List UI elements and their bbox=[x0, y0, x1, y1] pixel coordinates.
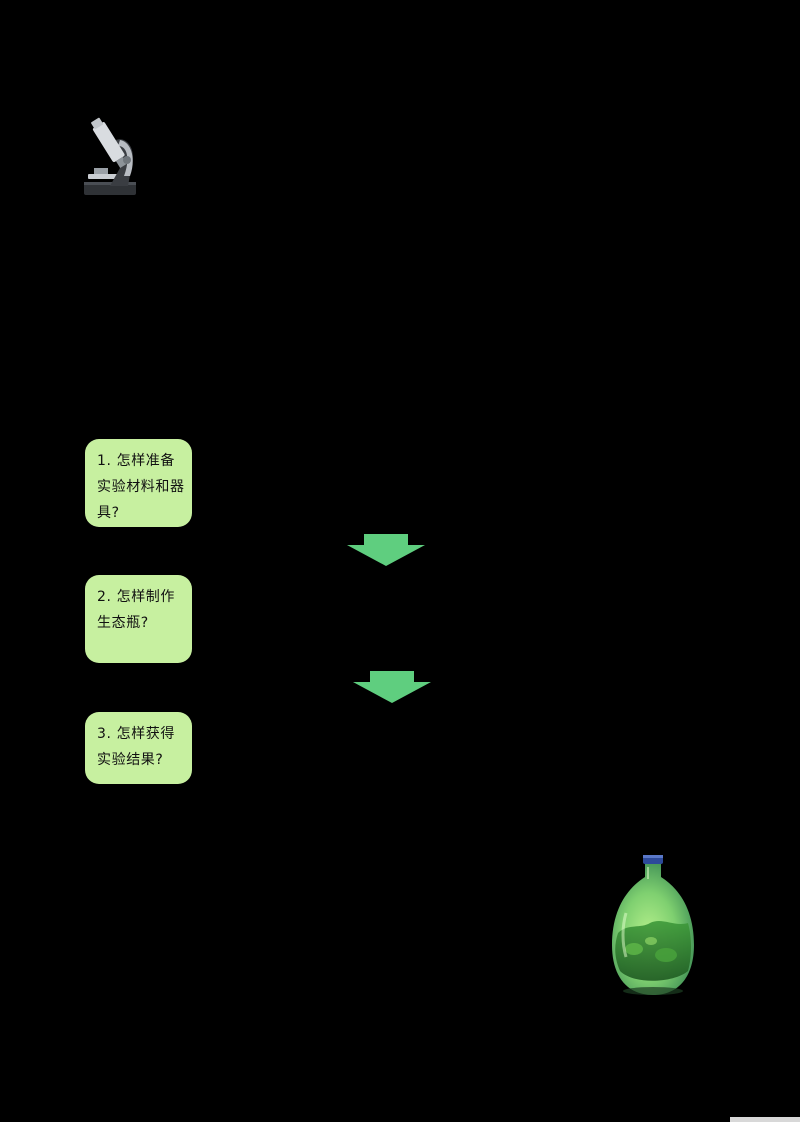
arrow-down-icon bbox=[353, 671, 431, 703]
step-box-make-bottle: 2. 怎样制作生态瓶? bbox=[85, 575, 192, 663]
step-text: 3. 怎样获得实验结果? bbox=[97, 726, 176, 768]
step-box-get-results: 3. 怎样获得实验结果? bbox=[85, 712, 192, 784]
page-corner-mark bbox=[730, 1117, 800, 1122]
step-box-prepare-materials: 1. 怎样准备实验材料和器具? bbox=[85, 439, 192, 527]
step-text: 2. 怎样制作生态瓶? bbox=[97, 589, 176, 631]
microscope-icon bbox=[84, 117, 136, 195]
ecosystem-bottle-icon bbox=[612, 855, 694, 995]
step-text: 1. 怎样准备实验材料和器具? bbox=[97, 453, 185, 521]
arrow-down-icon bbox=[347, 534, 425, 566]
